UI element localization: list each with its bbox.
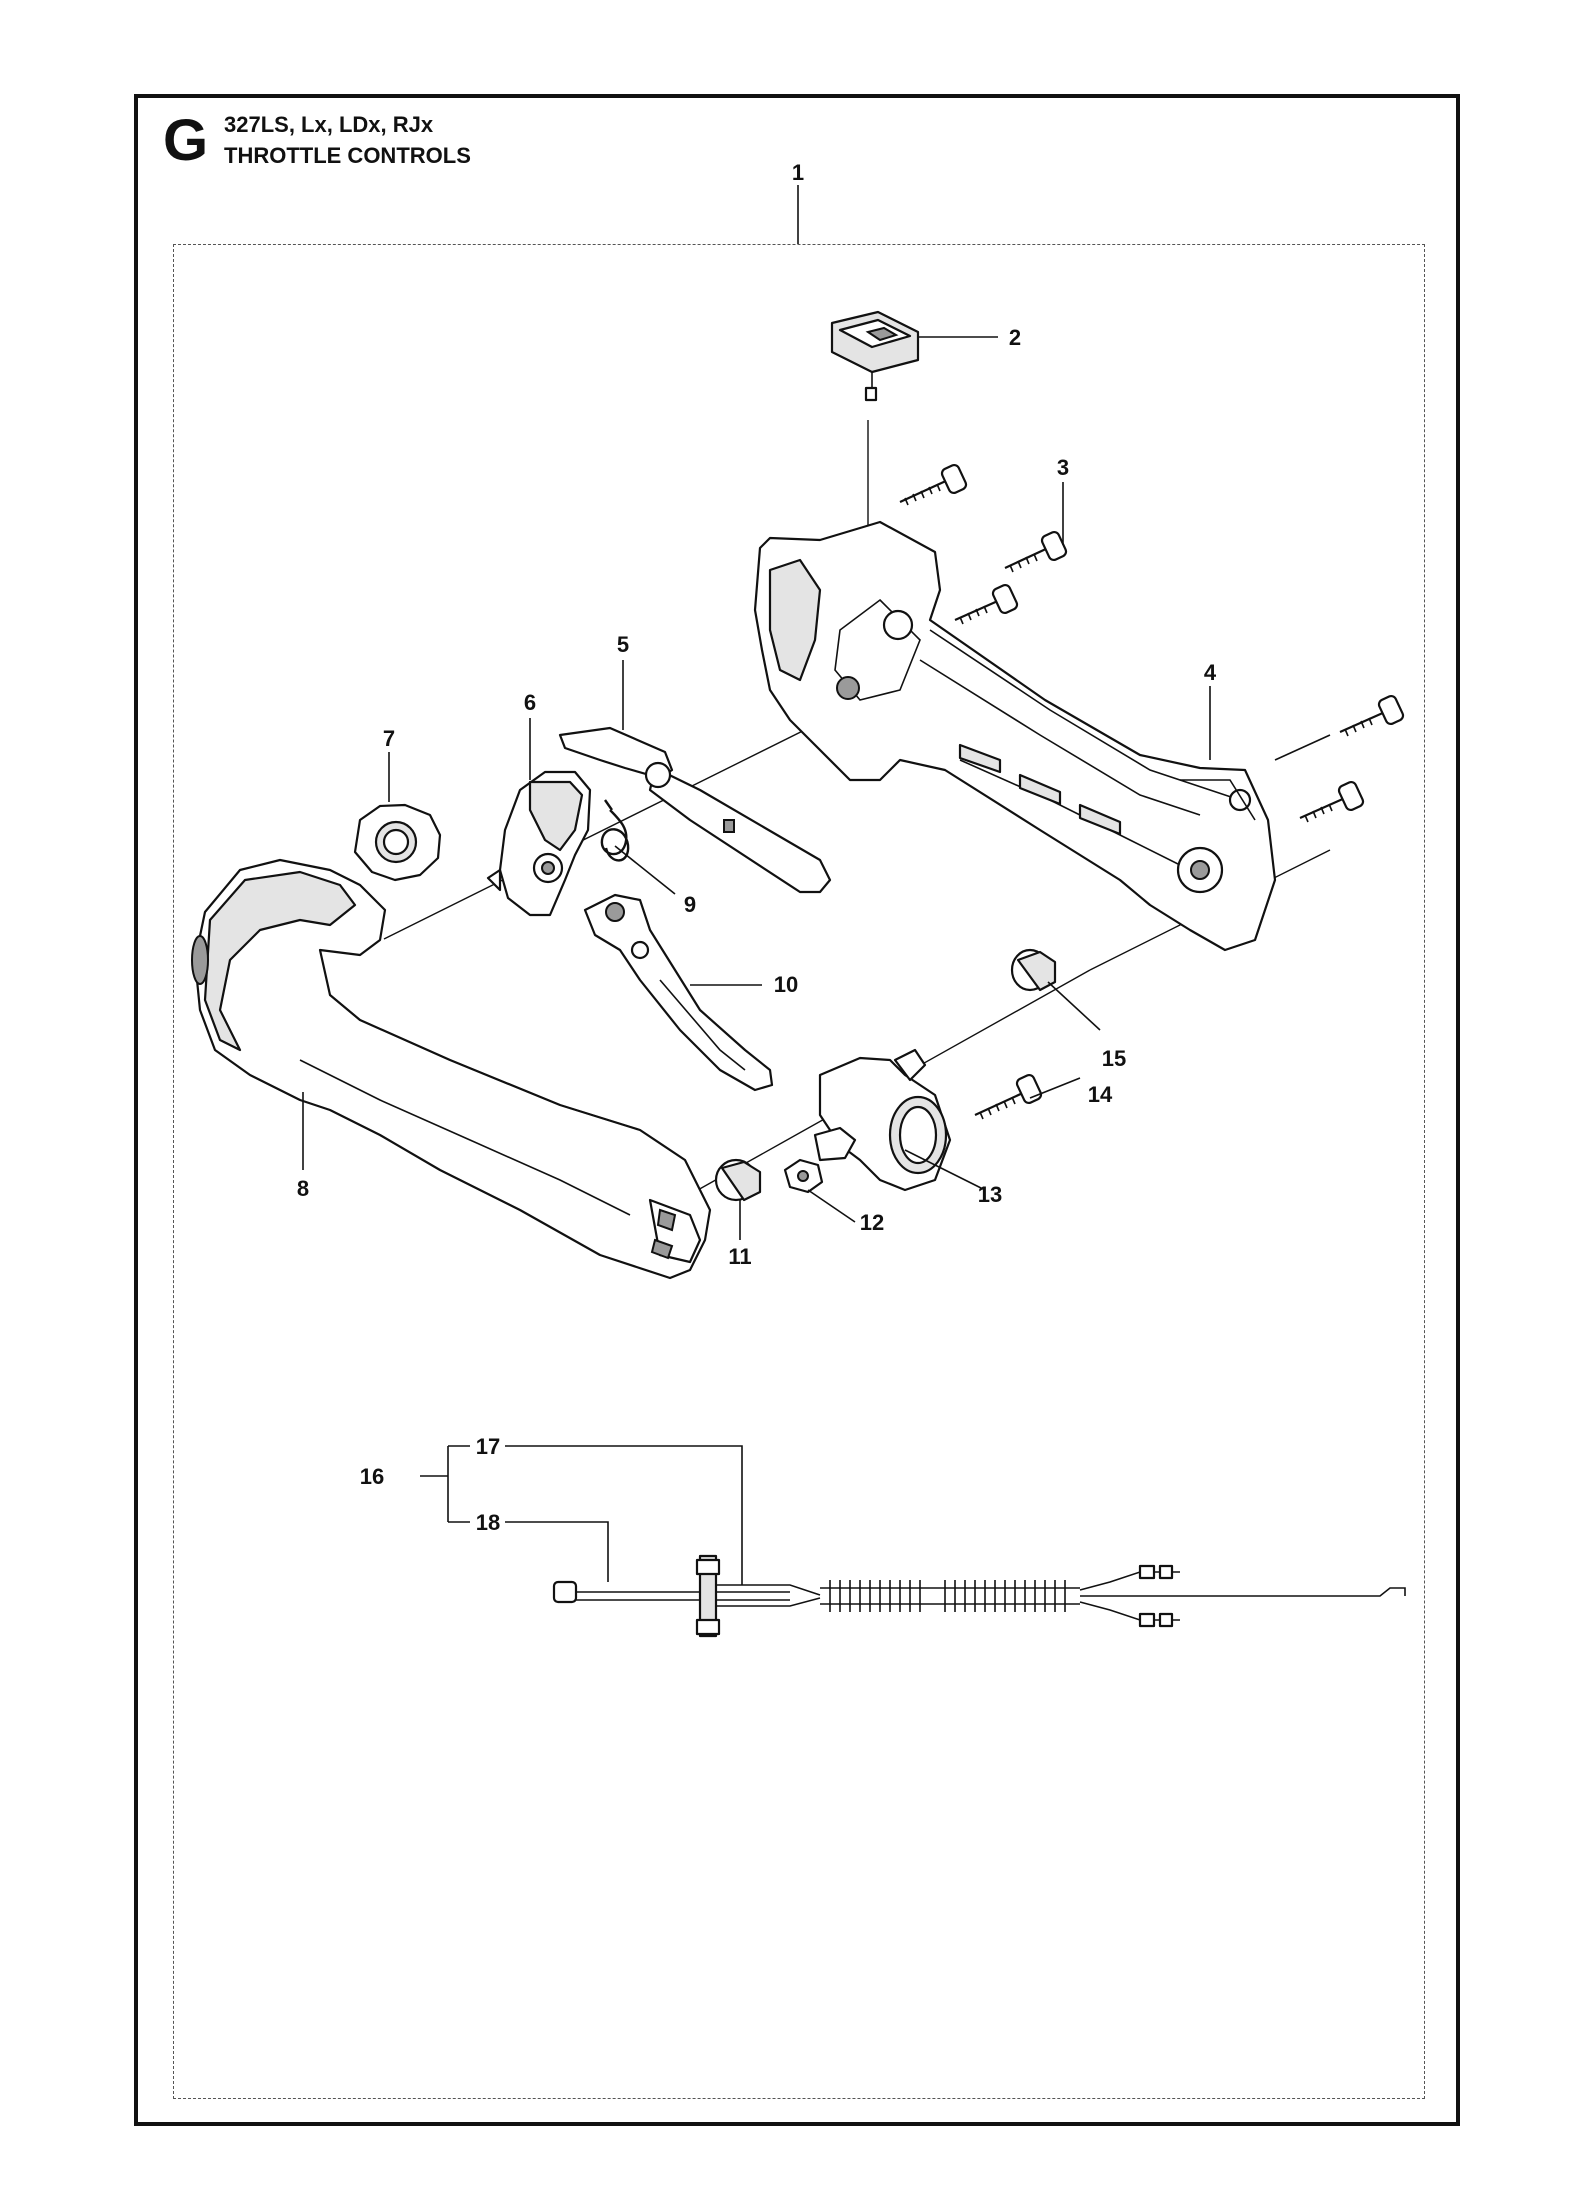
part-11-bushing [714,1158,762,1202]
callout-15: 15 [1102,1046,1126,1071]
part-8-handle-grip [191,858,712,1280]
part-12-nut [783,1158,824,1194]
part-15-bushing [1010,948,1057,992]
callout-17: 17 [476,1434,500,1459]
part-9-spring [600,799,630,862]
leader-9 [614,845,676,895]
leader-17 [505,1445,743,1585]
leader-12 [807,1189,856,1223]
part-7-locking-ring [353,803,442,882]
callout-6: 6 [524,690,536,715]
part-4-handle-housing [753,520,1277,952]
callout-11: 11 [728,1244,751,1269]
callout-4: 4 [1204,660,1217,685]
leader-18 [505,1521,609,1582]
part-10-throttle-trigger [583,893,774,1092]
section-title: THROTTLE CONTROLS [224,143,471,168]
callout-1: 1 [792,160,804,185]
callout-8: 8 [297,1176,309,1201]
callout-14: 14 [1088,1082,1113,1107]
callout-9: 9 [684,892,696,917]
leader-13 [904,1149,986,1191]
page-frame [134,94,1460,2126]
leader-4b [1274,734,1331,761]
callout-5: 5 [617,632,629,657]
part-3-screws [899,463,1405,823]
callout-12: 12 [860,1210,884,1235]
callout-3: 3 [1057,455,1069,480]
callout-2: 2 [1009,325,1021,350]
leader-15 [1047,981,1101,1031]
callout-13: 13 [978,1182,1002,1207]
part-13-handle-clamp [813,1048,952,1192]
part-5-lockout-lever [558,726,832,894]
part-2-stop-switch [830,310,920,402]
assembly-boundary [173,244,1425,2099]
callout-10: 10 [774,972,798,997]
part-6-throttle-bracket [486,770,592,917]
part-16-cable-assembly [420,1445,1406,1638]
callout-7: 7 [383,726,395,751]
callout-18: 18 [476,1510,500,1535]
section-letter: G [163,108,209,173]
leader-14 [1029,1077,1081,1099]
callout-16: 16 [360,1464,384,1489]
model-list: 327LS, Lx, LDx, RJx [224,112,434,137]
